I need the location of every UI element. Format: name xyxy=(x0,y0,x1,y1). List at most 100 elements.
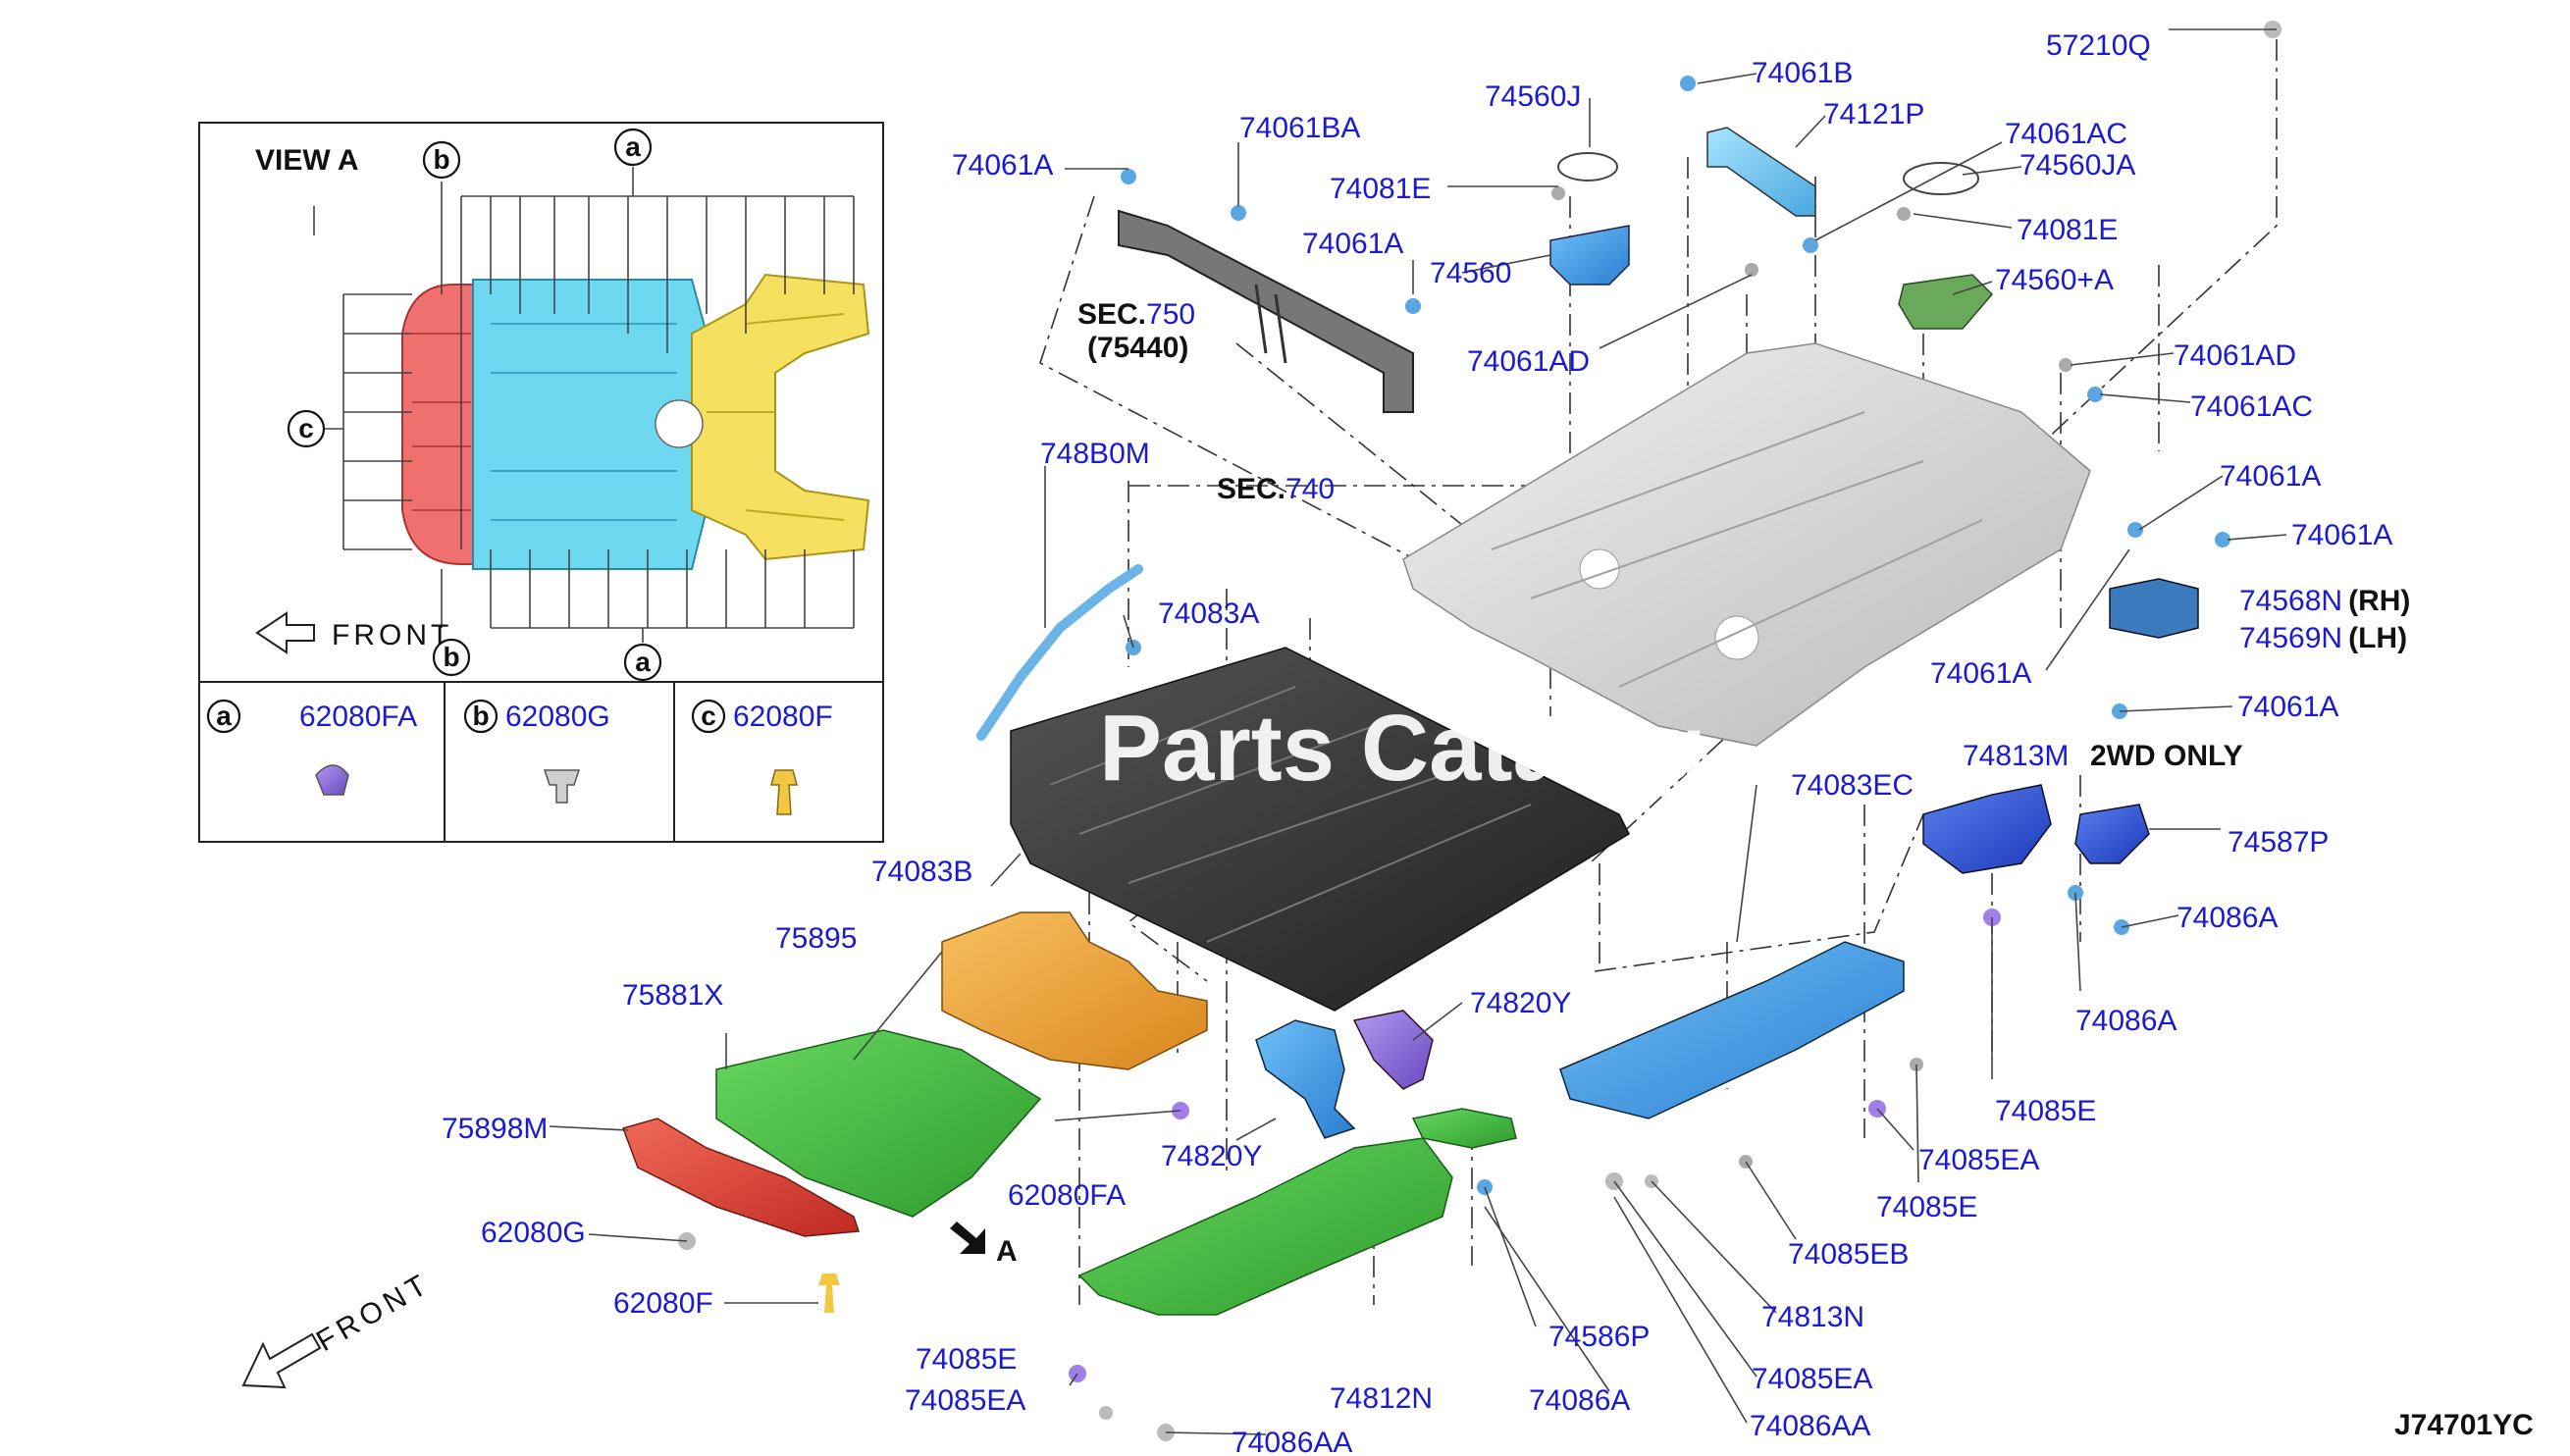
watermark-text: Parts Catalog xyxy=(1099,696,1706,801)
duct-74820Y-upper xyxy=(1352,1010,1434,1090)
legend-key-a xyxy=(206,699,241,734)
part-label[interactable]: 74061AD xyxy=(1467,345,1590,378)
part-label[interactable]: 74085E xyxy=(1995,1095,2096,1127)
view-a-leaders xyxy=(313,167,855,643)
svg-text:c: c xyxy=(298,413,314,443)
part-label[interactable]: 74061A xyxy=(2237,691,2338,723)
part-label[interactable]: 74086A xyxy=(1529,1384,1630,1417)
seal-ring-74560J xyxy=(1557,152,1618,182)
part-label[interactable]: 74086AA xyxy=(1750,1410,1870,1442)
cover-74586P xyxy=(1411,1108,1517,1149)
part-label[interactable]: 74586P xyxy=(1548,1321,1650,1353)
seal-ring-74560JA xyxy=(1903,162,1979,195)
part-label[interactable]: 74560J xyxy=(1485,80,1581,113)
view-a-front-arrow: FRONT xyxy=(255,611,452,654)
callout-b-top xyxy=(422,140,461,180)
part-label[interactable]: 74085EA xyxy=(1752,1363,1872,1395)
part-label[interactable]: 74085E xyxy=(916,1343,1017,1376)
part-label[interactable]: 62080F xyxy=(613,1287,713,1320)
part-label[interactable]: 62080FA xyxy=(1008,1179,1126,1212)
part-label[interactable]: 74085EA xyxy=(1918,1144,2039,1176)
part-label[interactable]: 74083B xyxy=(871,856,972,888)
section-ref-740[interactable]: SEC.740 xyxy=(1217,473,1335,505)
part-label[interactable]: 74813M xyxy=(1963,740,2069,772)
part-label[interactable]: 74061AC xyxy=(2005,118,2127,150)
legend-part-b[interactable]: 62080G xyxy=(505,701,610,733)
part-label[interactable]: 74061A xyxy=(952,149,1053,182)
part-label[interactable]: 74086AA xyxy=(1232,1427,1352,1456)
part-label[interactable]: 74061A xyxy=(2220,460,2321,493)
part-label[interactable]: 74086A xyxy=(2177,902,2278,934)
legend-part-a[interactable]: 62080FA xyxy=(299,701,417,733)
section-ref-750[interactable]: SEC.750 (75440) xyxy=(1077,298,1195,364)
part-label[interactable]: 74081E xyxy=(2017,214,2118,246)
part-label[interactable]: 74061BA xyxy=(1239,112,1360,144)
rear-floor-panel xyxy=(1402,342,2091,747)
svg-text:b: b xyxy=(472,701,489,731)
part-label[interactable]: 74820Y xyxy=(1470,987,1571,1019)
view-a-pointer-icon xyxy=(950,1222,985,1254)
cover-74813N xyxy=(1559,941,1905,1119)
cover-74813M xyxy=(1922,784,2052,874)
view-a-underbody xyxy=(401,273,870,570)
cover-75881X xyxy=(715,1029,1042,1218)
part-label[interactable]: 74086A xyxy=(2075,1005,2177,1037)
callout-a-bottom xyxy=(623,643,662,682)
svg-text:74568N(RH): 74568N(RH) xyxy=(2239,585,2410,617)
callout-b-bottom xyxy=(432,638,471,677)
part-label[interactable]: 74560 xyxy=(1430,257,1511,289)
part-label[interactable]: 74061AD xyxy=(2174,339,2296,372)
section-sub: (75440) xyxy=(1087,332,1188,364)
part-label[interactable]: 748B0M xyxy=(1040,438,1150,470)
part-label[interactable]: 74061AC xyxy=(2190,390,2313,423)
cross-member xyxy=(1118,209,1414,413)
part-label[interactable]: 75881X xyxy=(622,979,723,1012)
part-label[interactable]: 74061A xyxy=(2291,519,2392,551)
view-a-inset: VIEW A a b xyxy=(198,122,884,843)
svg-text:b: b xyxy=(443,642,459,672)
part-label[interactable]: 74121P xyxy=(1823,98,1924,130)
part-label[interactable]: 57210Q xyxy=(2046,29,2151,62)
part-label[interactable]: 74085EB xyxy=(1788,1238,1909,1271)
part-label[interactable]: 74820Y xyxy=(1161,1140,1262,1172)
svg-text:b: b xyxy=(433,144,449,175)
note-2wd-only: 2WD ONLY xyxy=(2090,740,2243,772)
part-label[interactable]: 74560+A xyxy=(1995,264,2114,296)
part-label[interactable]: 74587P xyxy=(2228,826,2329,858)
duct-74820Y xyxy=(1255,1019,1356,1139)
legend-part-c[interactable]: 62080F xyxy=(733,701,833,733)
part-label[interactable]: 74061A xyxy=(1302,228,1403,260)
part-label[interactable]: 74560JA xyxy=(2019,149,2135,182)
svg-text:a: a xyxy=(625,131,641,162)
part-label[interactable]: 74085E xyxy=(1876,1191,1977,1223)
part-label[interactable]: 74813N xyxy=(1761,1301,1864,1333)
part-label[interactable]: 62080G xyxy=(481,1217,586,1249)
part-label[interactable]: 74081E xyxy=(1330,173,1431,205)
legend-key-b xyxy=(463,699,498,734)
rear-bracket xyxy=(1706,127,1816,217)
part-label[interactable]: 74083A xyxy=(1158,598,1259,630)
callout-a-top xyxy=(613,128,653,167)
label-leaders xyxy=(549,28,2287,1435)
callout-c xyxy=(287,409,326,448)
svg-text:FRONT: FRONT xyxy=(332,619,452,651)
part-label[interactable]: 75895 xyxy=(775,922,857,955)
patch-74560 xyxy=(1549,225,1630,286)
cover-75895 xyxy=(941,911,1208,1070)
part-label[interactable]: 74083EC xyxy=(1791,769,1914,802)
pipe-748B0M xyxy=(976,564,1143,741)
front-indicator: FRONT xyxy=(241,1267,437,1389)
view-a-callouts: a b c b a xyxy=(287,128,662,682)
part-label[interactable]: 74812N xyxy=(1330,1382,1433,1415)
part-label[interactable]: 75898M xyxy=(442,1113,548,1145)
grommet-icon xyxy=(543,769,581,804)
cover-74812N xyxy=(1077,1137,1453,1316)
view-a-legend: a 62080FA b 62080G c 62080F xyxy=(206,699,833,815)
part-label[interactable]: 74061A xyxy=(1930,657,2031,690)
legend-key-c xyxy=(691,699,726,734)
part-label[interactable]: 74061B xyxy=(1752,57,1853,89)
front-label: FRONT xyxy=(311,1267,437,1358)
part-label[interactable]: 74085EA xyxy=(905,1384,1025,1417)
svg-text:a: a xyxy=(635,647,651,677)
